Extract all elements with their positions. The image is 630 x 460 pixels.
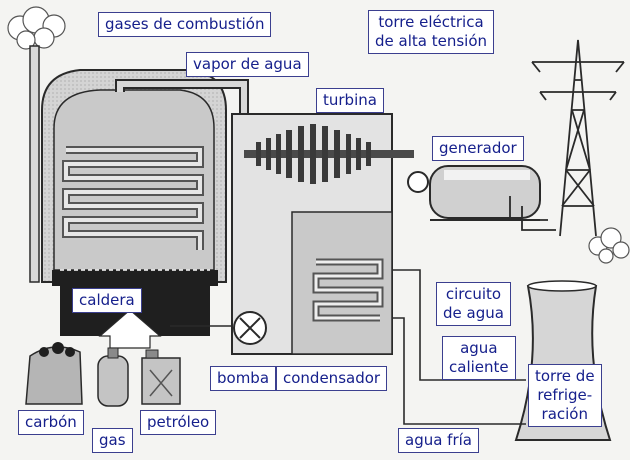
label-line: circuito: [445, 285, 502, 303]
steam-cloud-icon: [588, 227, 630, 264]
label-caldera: caldera: [72, 288, 142, 313]
label-line: torre eléctrica: [378, 13, 484, 31]
petrol-can-icon: [141, 349, 181, 405]
label-condensador: condensador: [276, 366, 388, 391]
smoke-cloud-icon: [7, 6, 66, 50]
label-torre-electrica: torre eléctrica de alta tensión: [368, 10, 495, 54]
label-line: caliente: [449, 358, 509, 376]
generator: [407, 165, 541, 221]
label-circuito-de-agua: circuito de agua: [436, 282, 511, 326]
label-line: de alta tensión: [375, 32, 488, 50]
gas-cylinder-icon: [97, 347, 129, 407]
label-line: de agua: [443, 304, 504, 322]
label-line: refrige-: [537, 386, 593, 404]
label-gas: gas: [92, 428, 133, 453]
label-carbon: carbón: [18, 410, 84, 435]
transmission-tower-icon: [509, 39, 625, 237]
label-petroleo: petróleo: [140, 410, 217, 435]
label-agua-fria: agua fría: [398, 428, 479, 453]
boiler: [41, 69, 227, 336]
coal-sack-icon: [25, 342, 83, 405]
chimney: [29, 45, 40, 283]
label-turbina: turbina: [316, 88, 384, 113]
label-agua-caliente: agua caliente: [442, 336, 516, 380]
water-circuit: [170, 269, 526, 425]
label-gases-de-combustion: gases de combustión: [98, 12, 272, 37]
label-line: ración: [541, 405, 588, 423]
label-generador: generador: [432, 136, 524, 161]
label-vapor-de-agua: vapor de agua: [186, 52, 309, 77]
label-line: torre de: [535, 367, 595, 385]
label-bomba: bomba: [210, 366, 277, 391]
label-line: agua: [460, 339, 498, 357]
label-torre-de-refrigeracion: torre de refrige- ración: [528, 364, 602, 427]
turbine-rotor: [244, 124, 414, 184]
pump: [233, 311, 267, 345]
fuel-feed-arrow: [98, 309, 162, 349]
